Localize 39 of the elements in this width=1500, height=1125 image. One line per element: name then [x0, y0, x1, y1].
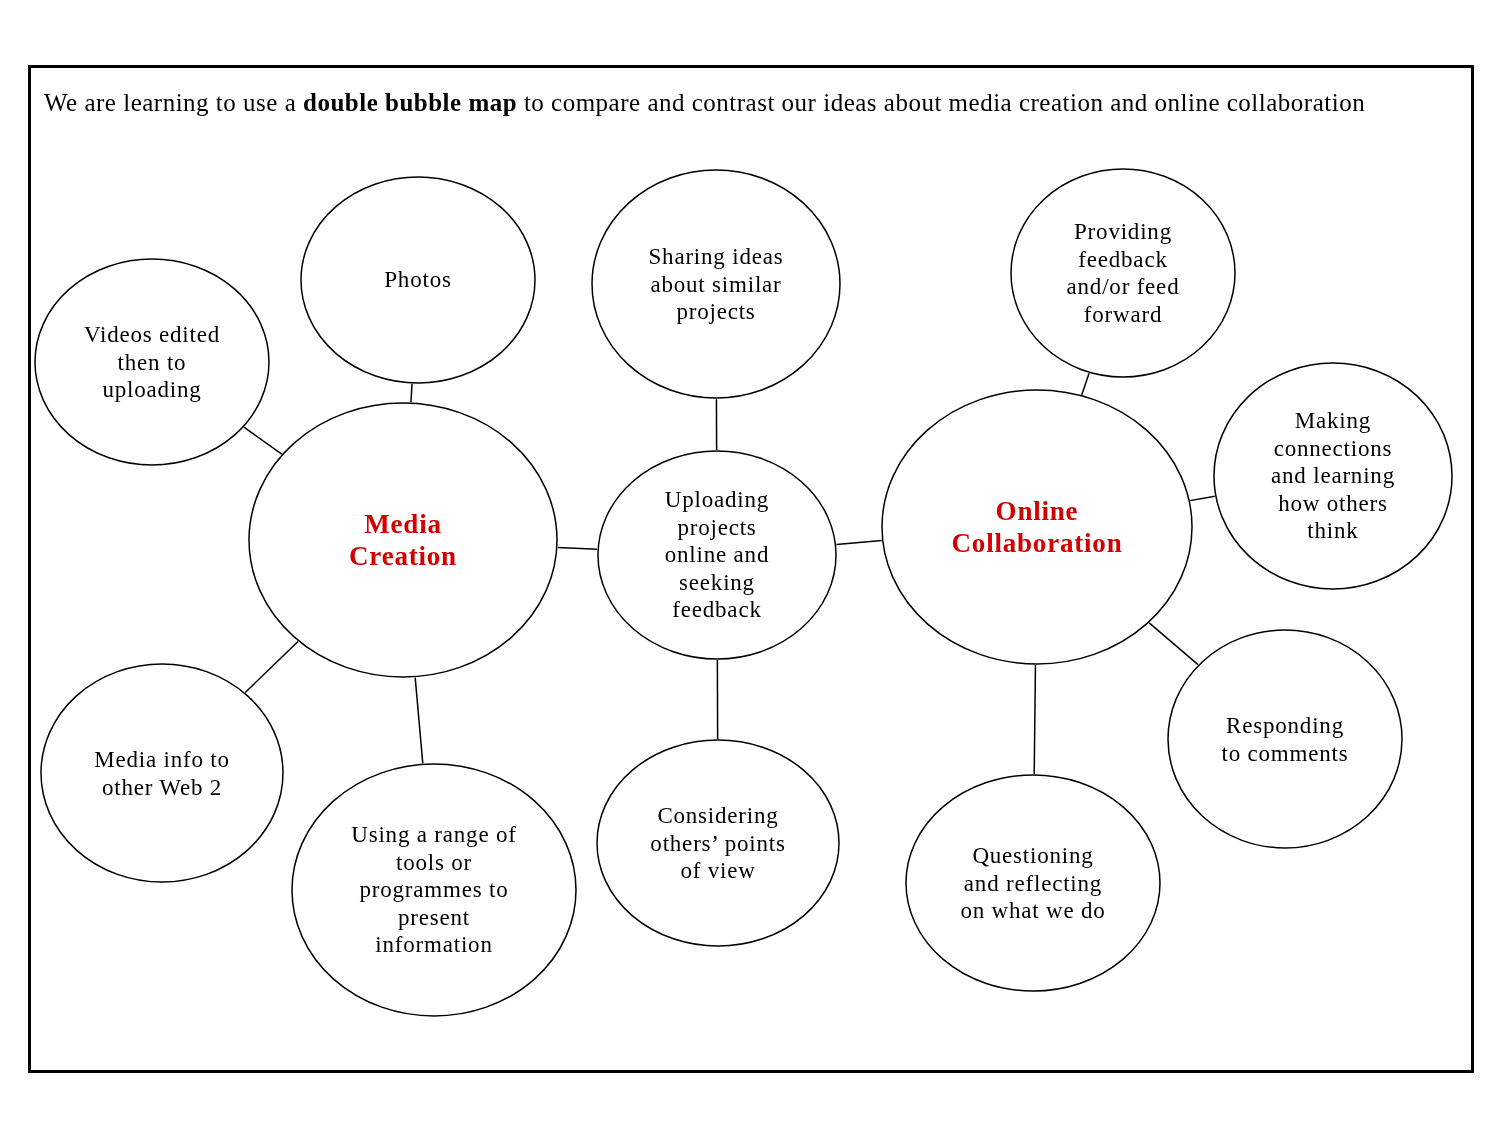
connector-line	[1189, 495, 1216, 502]
connector-line	[244, 640, 299, 694]
connector-line	[1148, 622, 1199, 666]
bubble-text: Responding to comments	[1220, 711, 1350, 767]
bubble-text: Sharing ideas about similar projects	[647, 242, 785, 326]
bubble-text: Providing feedback and/or feed forward	[1065, 218, 1181, 328]
bubble	[905, 774, 1161, 992]
bubble	[300, 176, 536, 384]
bubble	[596, 739, 840, 947]
connector-line	[410, 383, 413, 403]
bubble	[34, 258, 270, 466]
connector-line	[835, 539, 883, 546]
connector-line	[557, 546, 598, 551]
connector-line	[243, 426, 283, 455]
bubble	[1010, 168, 1236, 378]
topic-title: Media Creation	[348, 508, 458, 572]
bubble-text: Media info to other Web 2	[93, 745, 231, 801]
bubble	[591, 169, 841, 399]
bubble-text: Considering others’ points of view	[649, 801, 787, 885]
bubble	[248, 402, 558, 678]
bubble-text: Photos	[383, 266, 453, 294]
connector-line	[715, 398, 718, 451]
topic-title: Online Collaboration	[950, 495, 1124, 559]
connector-line	[716, 659, 719, 740]
bubble-text: Making connections and learning how others think	[1270, 407, 1396, 545]
bubble-text: Questioning and reflecting on what we do	[959, 841, 1107, 925]
bubble-text: Uploading projects online and seeking feedback	[663, 486, 771, 624]
bubble	[1167, 629, 1403, 849]
connector-line	[1033, 664, 1037, 775]
bubble	[1213, 362, 1453, 590]
bubble	[291, 763, 577, 1017]
connector-line	[1081, 372, 1090, 396]
bubble	[40, 663, 284, 883]
bubble	[597, 450, 837, 660]
connector-line	[414, 676, 424, 765]
bubble-text: Using a range of tools or programmes to present information	[350, 821, 518, 959]
bubble-text: Videos edited then to uploading	[82, 320, 222, 404]
bubble	[881, 389, 1193, 665]
title: We are learning to use a double bubble map to compare and contrast our ideas about media creation and online collaboration	[44, 88, 1367, 118]
